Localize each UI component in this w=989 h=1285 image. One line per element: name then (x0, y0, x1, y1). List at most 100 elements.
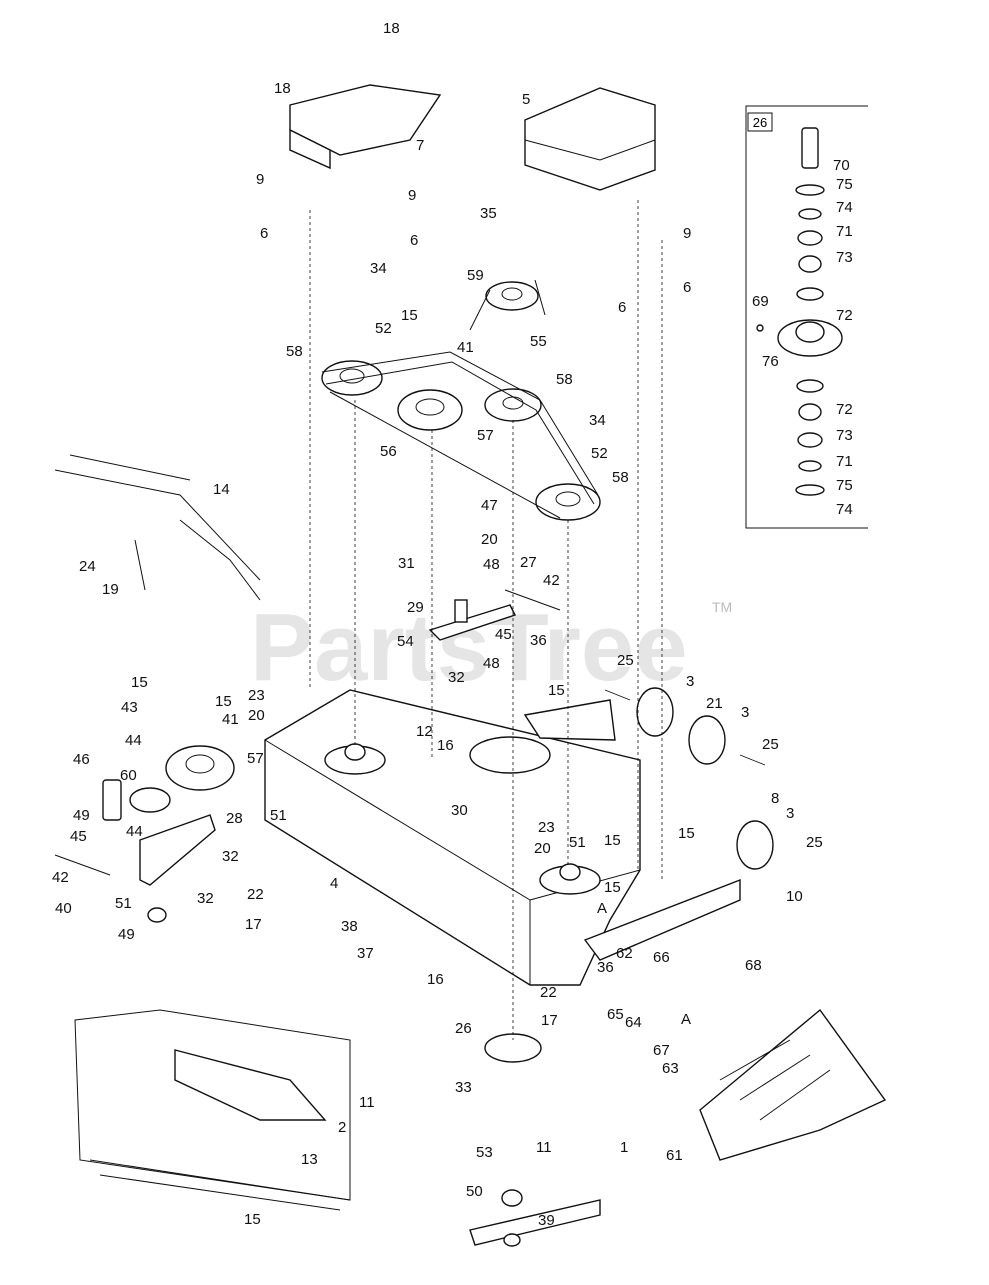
callout-49: 49 (118, 926, 135, 943)
callout-57: 57 (477, 427, 494, 444)
callout-73: 73 (836, 249, 853, 266)
callout-69: 69 (752, 293, 769, 310)
callout-15: 15 (215, 693, 232, 710)
callout-3: 3 (786, 805, 794, 822)
callout-70: 70 (833, 157, 850, 174)
alignment-lines (309, 200, 663, 1040)
callout-38: 38 (341, 918, 358, 935)
callout-11: 11 (536, 1139, 552, 1156)
callout-60: 60 (120, 767, 137, 784)
callout-65: 65 (607, 1006, 624, 1023)
callout-51: 51 (115, 895, 132, 912)
callout-18: 18 (274, 80, 291, 97)
callout-22: 22 (540, 984, 557, 1001)
belt-covers (289, 84, 656, 191)
callout-53: 53 (476, 1144, 493, 1161)
callout-75: 75 (836, 176, 853, 193)
callout-47: 47 (481, 497, 498, 514)
spindle-inset: 26 (745, 105, 868, 529)
callout-52: 52 (591, 445, 608, 462)
callout-46: 46 (73, 751, 90, 768)
callout-15: 15 (604, 879, 621, 896)
callout-40: 40 (55, 900, 72, 917)
callout-42: 42 (543, 572, 560, 589)
callout-6: 6 (410, 232, 418, 249)
discharge-chute (699, 1008, 887, 1161)
callout-58: 58 (612, 469, 629, 486)
callout-16: 16 (427, 971, 444, 988)
callout-4: 4 (330, 875, 338, 892)
watermark-trademark: TM (712, 599, 732, 615)
callout-26: 26 (455, 1020, 472, 1037)
callout-54: 54 (397, 633, 414, 650)
watermark-text: PartsTree (250, 594, 688, 701)
callout-68: 68 (745, 957, 762, 974)
callout-8: 8 (771, 790, 779, 807)
callout-17: 17 (541, 1012, 558, 1029)
callout-55: 55 (530, 333, 547, 350)
inset-label: 26 (753, 115, 767, 130)
callout-43: 43 (121, 699, 138, 716)
callout-42: 42 (52, 869, 69, 886)
callout-12: 12 (416, 723, 433, 740)
callout-15: 15 (131, 674, 148, 691)
callout-10: 10 (786, 888, 803, 905)
callout-48: 48 (483, 655, 500, 672)
callout-17: 17 (245, 916, 262, 933)
callout-22: 22 (247, 886, 264, 903)
callout-74: 74 (836, 501, 853, 518)
callout-32: 32 (448, 669, 465, 686)
callout-32: 32 (222, 848, 239, 865)
callout-35: 35 (480, 205, 497, 222)
callout-34: 34 (370, 260, 387, 277)
callout-14: 14 (213, 481, 230, 498)
callout-74: 74 (836, 199, 853, 216)
section-marker: A (681, 1011, 691, 1028)
callout-3: 3 (686, 673, 694, 690)
callout-9: 9 (256, 171, 264, 188)
callout-58: 58 (556, 371, 573, 388)
callout-61: 61 (666, 1147, 683, 1164)
callout-25: 25 (617, 652, 634, 669)
section-marker: A (597, 900, 607, 917)
callout-7: 7 (416, 137, 424, 154)
callout-72: 72 (836, 401, 853, 418)
callout-48: 48 (483, 556, 500, 573)
callout-72: 72 (836, 307, 853, 324)
callout-2: 2 (338, 1119, 346, 1136)
callout-23: 23 (248, 687, 265, 704)
callout-36: 36 (597, 959, 614, 976)
callout-16: 16 (437, 737, 454, 754)
deck-hitch-detail (54, 454, 261, 601)
callout-20: 20 (534, 840, 551, 857)
callout-45: 45 (70, 828, 87, 845)
callout-59: 59 (467, 267, 484, 284)
callout-11: 11 (359, 1094, 375, 1111)
callout-41: 41 (457, 339, 474, 356)
belt-drive (321, 279, 601, 521)
callout-76: 76 (762, 353, 779, 370)
anti-scalp-wheels (604, 687, 774, 870)
callout-75: 75 (836, 477, 853, 494)
deck-detail-view (74, 1009, 351, 1211)
callout-50: 50 (466, 1183, 483, 1200)
callout-19: 19 (102, 581, 119, 598)
callout-21: 21 (706, 695, 723, 712)
callout-24: 24 (79, 558, 96, 575)
callout-39: 39 (538, 1212, 555, 1229)
callout-63: 63 (662, 1060, 679, 1077)
callout-15: 15 (548, 682, 565, 699)
callout-45: 45 (495, 626, 512, 643)
callout-15: 15 (401, 307, 418, 324)
callout-52: 52 (375, 320, 392, 337)
callout-25: 25 (806, 834, 823, 851)
callout-37: 37 (357, 945, 374, 962)
callout-66: 66 (653, 949, 670, 966)
mower-deck (264, 689, 741, 986)
callout-15: 15 (678, 825, 695, 842)
callout-30: 30 (451, 802, 468, 819)
callout-33: 33 (455, 1079, 472, 1096)
callout-71: 71 (836, 453, 853, 470)
